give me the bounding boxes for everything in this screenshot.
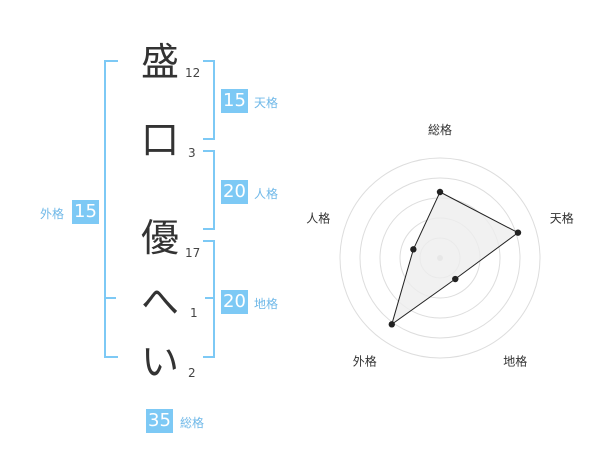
stroke-count-5: 2 — [188, 366, 196, 380]
radar-point-1 — [436, 188, 444, 196]
name-char-4: へ — [140, 280, 179, 324]
tenkaku-bracket — [203, 60, 215, 140]
radar-ring-4 — [359, 177, 521, 339]
gaikaku-bracket — [104, 60, 118, 358]
stroke-count-4: 1 — [190, 306, 198, 320]
soukaku-label: 総格 — [180, 416, 205, 430]
radar-point-3 — [452, 275, 459, 283]
radar-points — [388, 188, 522, 328]
chikaku-bracket-tick — [205, 297, 215, 299]
name-char-1: 盛 — [140, 40, 179, 84]
gaikaku-label: 外格 — [40, 207, 65, 221]
chikaku-bracket — [203, 240, 215, 358]
stroke-count-3: 17 — [185, 246, 201, 260]
tenkaku-value: 15 — [221, 89, 248, 113]
radar-data-area — [390, 191, 519, 326]
radar-axis-label-3: 地格 — [503, 354, 527, 369]
gaikaku-value: 15 — [72, 200, 99, 224]
name-char-3: 優 — [140, 216, 179, 260]
radar-point-4 — [388, 321, 396, 328]
radar-point-2 — [514, 229, 522, 236]
tenkaku-label: 天格 — [254, 96, 279, 110]
gaikaku-bracket-tick — [104, 297, 116, 299]
jinkaku-bracket — [203, 150, 215, 230]
radar-ring-5 — [339, 157, 541, 359]
chikaku-label: 地格 — [254, 297, 279, 311]
radar-axis-label-2: 天格 — [550, 210, 574, 225]
radar-axis-label-5: 人格 — [306, 210, 330, 225]
stroke-count-2: 3 — [188, 146, 196, 160]
name-char-5: い — [140, 340, 179, 384]
radar-point-5 — [410, 246, 417, 253]
name-char-2: 口 — [140, 118, 179, 162]
soukaku-value: 35 — [146, 409, 173, 433]
radar-axis-label-4: 外格 — [353, 354, 377, 369]
jinkaku-label: 人格 — [254, 187, 279, 201]
radar-axis-label-1: 総格 — [428, 122, 452, 137]
jinkaku-value: 20 — [221, 180, 248, 204]
chikaku-value: 20 — [221, 290, 248, 314]
stroke-count-1: 12 — [185, 66, 201, 80]
